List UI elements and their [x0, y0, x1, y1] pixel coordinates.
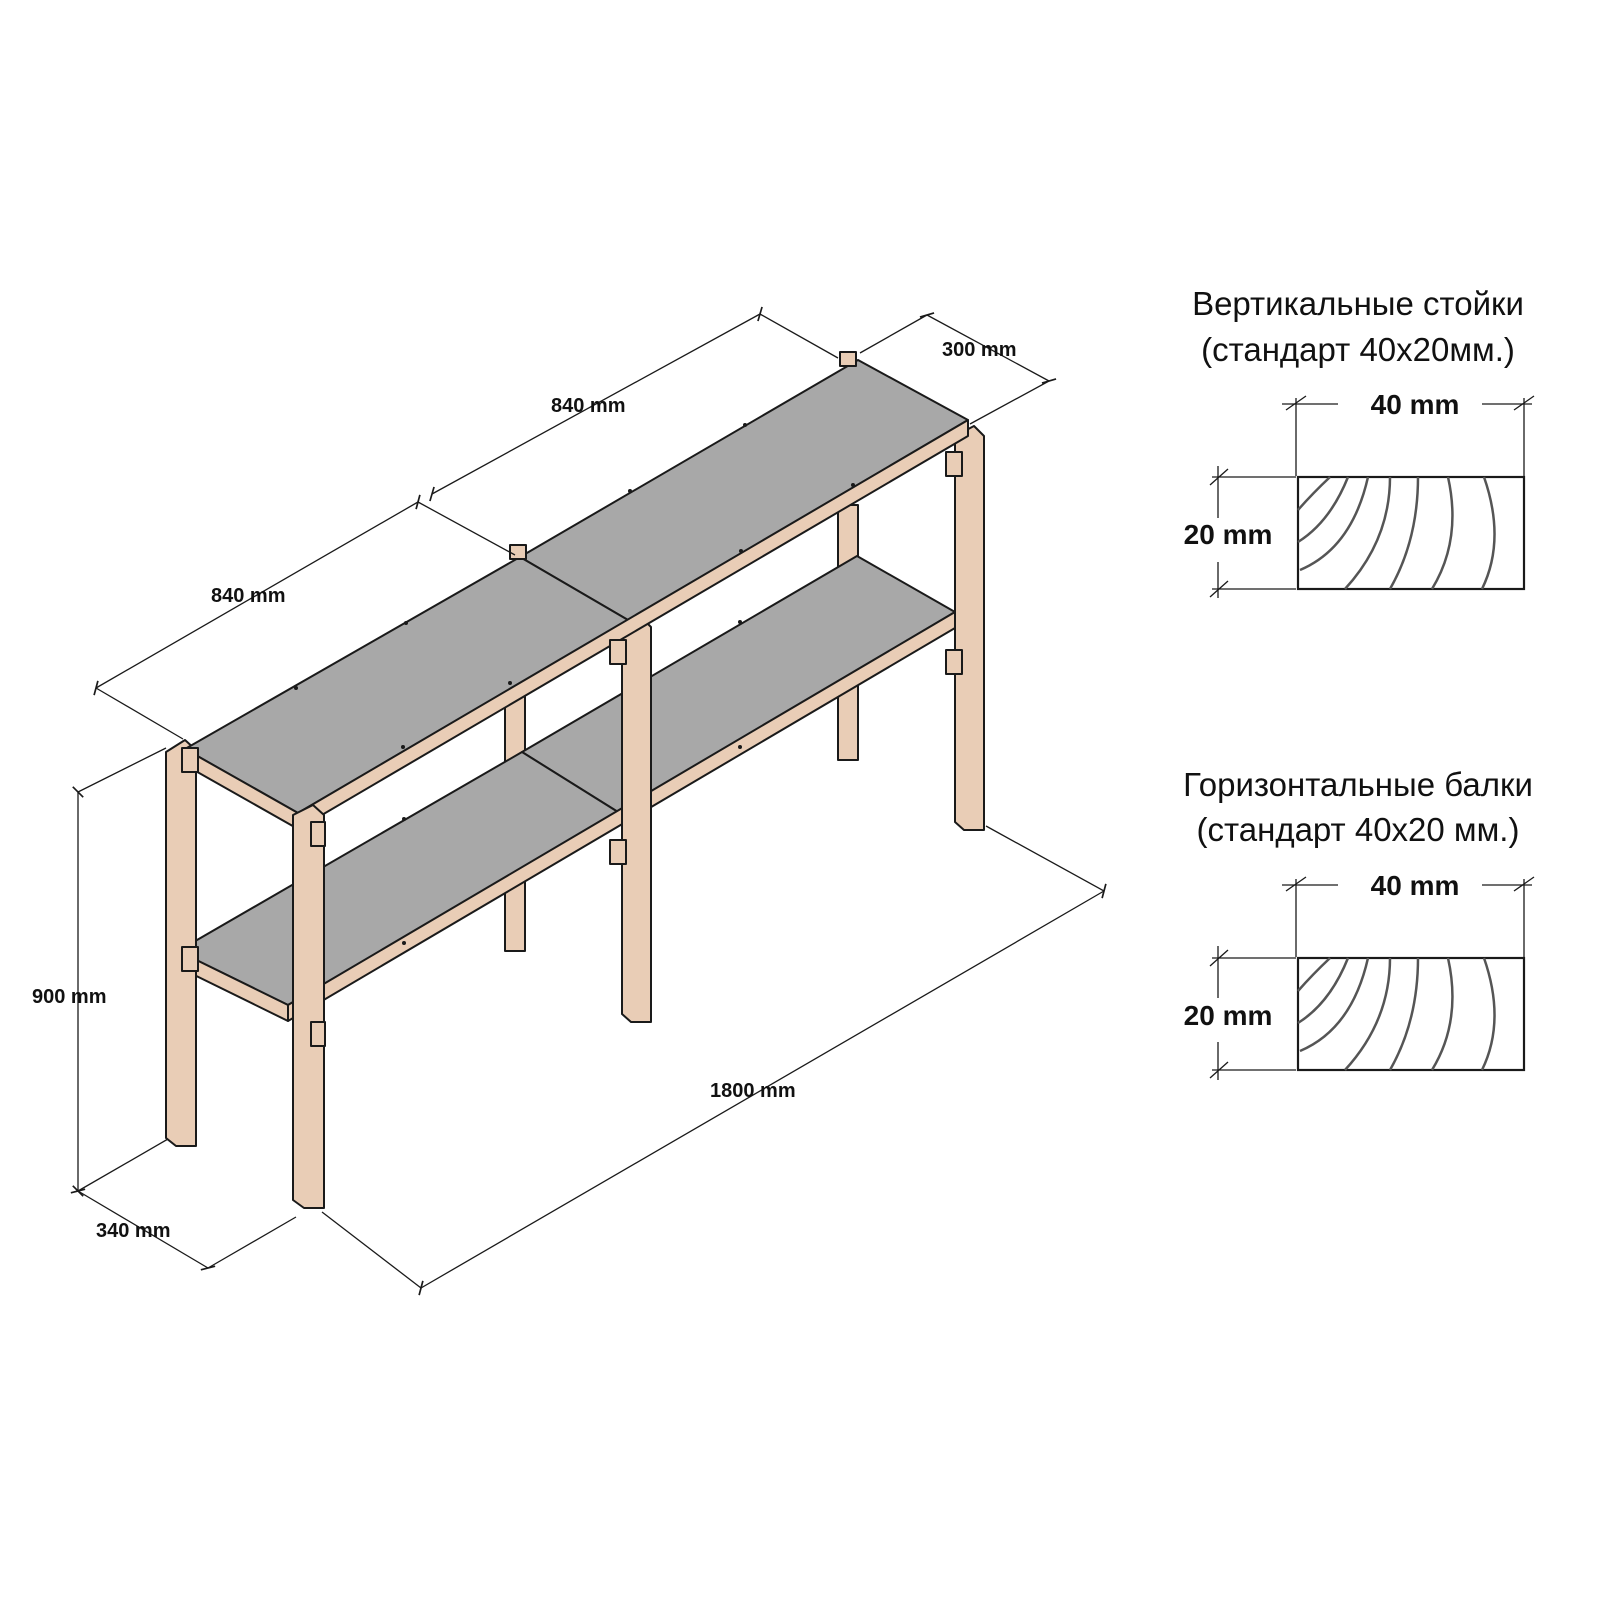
section-subtitle-horizontal: (стандарт 40x20 мм.) — [1197, 811, 1520, 848]
section-horizontal-beams: Горизонтальные балки (стандарт 40x20 мм.… — [1183, 766, 1535, 1080]
leg-center-front — [621, 616, 652, 1023]
section-vertical-posts: Вертикальные стойки (стандарт 40x20мм.) … — [1184, 285, 1535, 598]
section-subtitle-vertical: (стандарт 40x20мм.) — [1201, 331, 1515, 368]
dim-label-340: 340 mm — [96, 1220, 171, 1242]
section-title-vertical: Вертикальные стойки — [1192, 285, 1524, 322]
shelving-unit — [165, 351, 985, 1209]
dimension-labels: 840 mm 840 mm 300 mm 900 mm 1800 mm 340 … — [32, 339, 1017, 1242]
dim-label-900: 900 mm — [32, 986, 107, 1008]
leg-left-back — [165, 739, 197, 1147]
dim-label-300: 300 mm — [942, 339, 1017, 361]
wood-grain-horizontal — [1297, 957, 1496, 1071]
dim-label-840-back: 840 mm — [551, 395, 626, 417]
section-width-label-horizontal: 40 mm — [1371, 870, 1460, 901]
section-height-label-vertical: 20 mm — [1184, 519, 1273, 550]
leg-left-front — [292, 804, 325, 1209]
section-height-label-horizontal: 20 mm — [1184, 1000, 1273, 1031]
mounting-blocks — [181, 351, 963, 1047]
dim-label-840-front: 840 mm — [211, 585, 286, 607]
leg-right-front — [954, 425, 985, 831]
section-width-label-vertical: 40 mm — [1371, 389, 1460, 420]
section-title-horizontal: Горизонтальные балки — [1183, 766, 1533, 803]
dimension-lines — [70, 306, 1107, 1296]
dim-label-1800: 1800 mm — [710, 1080, 796, 1102]
wood-grain-vertical — [1297, 476, 1496, 590]
